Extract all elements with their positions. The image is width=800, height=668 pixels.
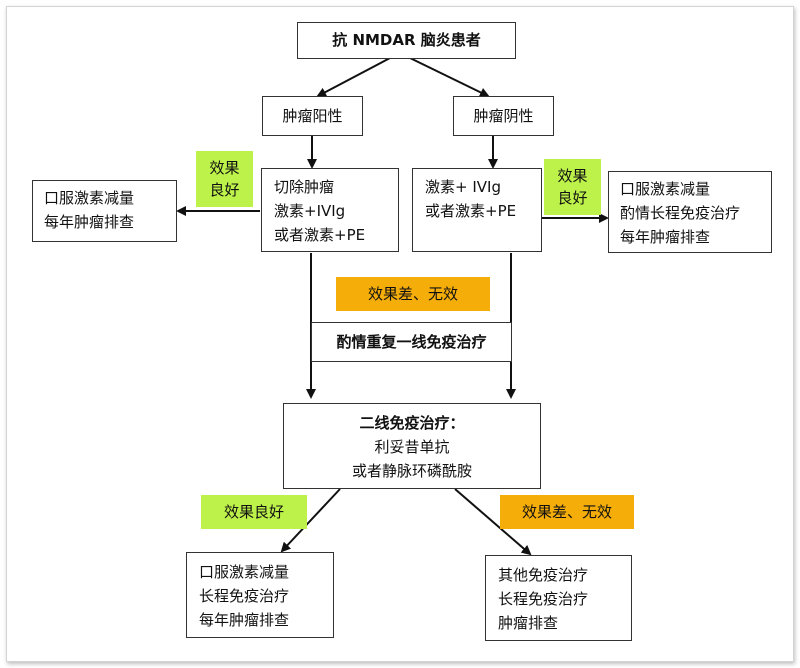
- bottom-right-outcome-box: 其他免疫治疗 长程免疫治疗 肿瘤排查: [485, 555, 632, 641]
- tumor-positive-box: 肿瘤阳性: [262, 96, 363, 136]
- outcome-line: 口服激素减量: [620, 180, 711, 198]
- poor-result-tag: 效果差、无效: [336, 277, 490, 311]
- bottom-good-label: 效果良好: [223, 503, 284, 521]
- right-outcome-box: 口服激素减量 酌情长程免疫治疗 每年肿瘤排查: [608, 171, 772, 253]
- tumor-negative-label: 肿瘤阴性: [473, 107, 534, 125]
- second-line-title: 二线免疫治疗：: [359, 414, 465, 432]
- outcome-line: 长程免疫治疗: [498, 590, 589, 608]
- tag-line: 效果: [557, 167, 588, 185]
- left-outcome-box: 口服激素减量 每年肿瘤排查: [32, 180, 177, 242]
- bottom-poor-label: 效果差、无效: [521, 503, 612, 521]
- right-good-tag: 效果 良好: [544, 159, 601, 215]
- outcome-line: 长程免疫治疗: [199, 587, 290, 605]
- tumor-positive-label: 肿瘤阳性: [282, 107, 343, 125]
- left-good-tag: 效果 良好: [196, 151, 253, 207]
- tag-line: 良好: [209, 181, 240, 199]
- outcome-line: 每年肿瘤排查: [620, 228, 711, 246]
- repeat-first-line-box: 酌情重复一线免疫治疗: [311, 322, 512, 362]
- outcome-line: 每年肿瘤排查: [199, 611, 290, 629]
- arrow-top-to-positive: [316, 57, 391, 97]
- bottom-left-outcome-box: 口服激素减量 长程免疫治疗 每年肿瘤排查: [186, 552, 334, 638]
- treatment-line: 激素+ IVIg: [425, 178, 501, 196]
- bottom-poor-tag: 效果差、无效: [500, 495, 634, 529]
- treatment-line: 或者激素+PE: [425, 202, 517, 220]
- arrow-second-to-left: [280, 488, 341, 553]
- outcome-line: 其他免疫治疗: [498, 566, 589, 584]
- positive-treatment-box: 切除肿瘤 激素+IVIg 或者激素+PE: [261, 168, 399, 252]
- tag-line: 效果: [209, 159, 240, 177]
- negative-treatment-box: 激素+ IVIg 或者激素+PE: [412, 168, 542, 252]
- tag-line: 良好: [557, 189, 588, 207]
- poor-result-label: 效果差、无效: [367, 285, 458, 303]
- outcome-line: 酌情长程免疫治疗: [620, 204, 741, 222]
- outcome-line: 肿瘤排查: [498, 614, 559, 632]
- tumor-negative-box: 肿瘤阴性: [453, 96, 554, 136]
- outcome-line: 口服激素减量: [44, 189, 135, 207]
- second-line-item: 利妥昔单抗: [374, 438, 450, 456]
- bottom-good-tag: 效果良好: [201, 495, 307, 529]
- second-line-item: 或者静脉环磷酰胺: [351, 462, 472, 480]
- arrow-second-to-right: [454, 488, 532, 556]
- nmdar-patient-box: 抗 NMDAR 脑炎患者: [297, 22, 516, 59]
- second-line-box: 二线免疫治疗： 利妥昔单抗 或者静脉环磷酰胺: [283, 403, 541, 489]
- nmdar-patient-label: 抗 NMDAR 脑炎患者: [332, 31, 481, 49]
- arrow-top-to-negative: [409, 57, 490, 97]
- treatment-line: 或者激素+PE: [274, 226, 366, 244]
- treatment-line: 激素+IVIg: [274, 202, 346, 220]
- outcome-line: 每年肿瘤排查: [44, 213, 135, 231]
- treatment-line: 切除肿瘤: [274, 178, 335, 196]
- outcome-line: 口服激素减量: [199, 563, 290, 581]
- repeat-first-line-label: 酌情重复一线免疫治疗: [336, 333, 487, 351]
